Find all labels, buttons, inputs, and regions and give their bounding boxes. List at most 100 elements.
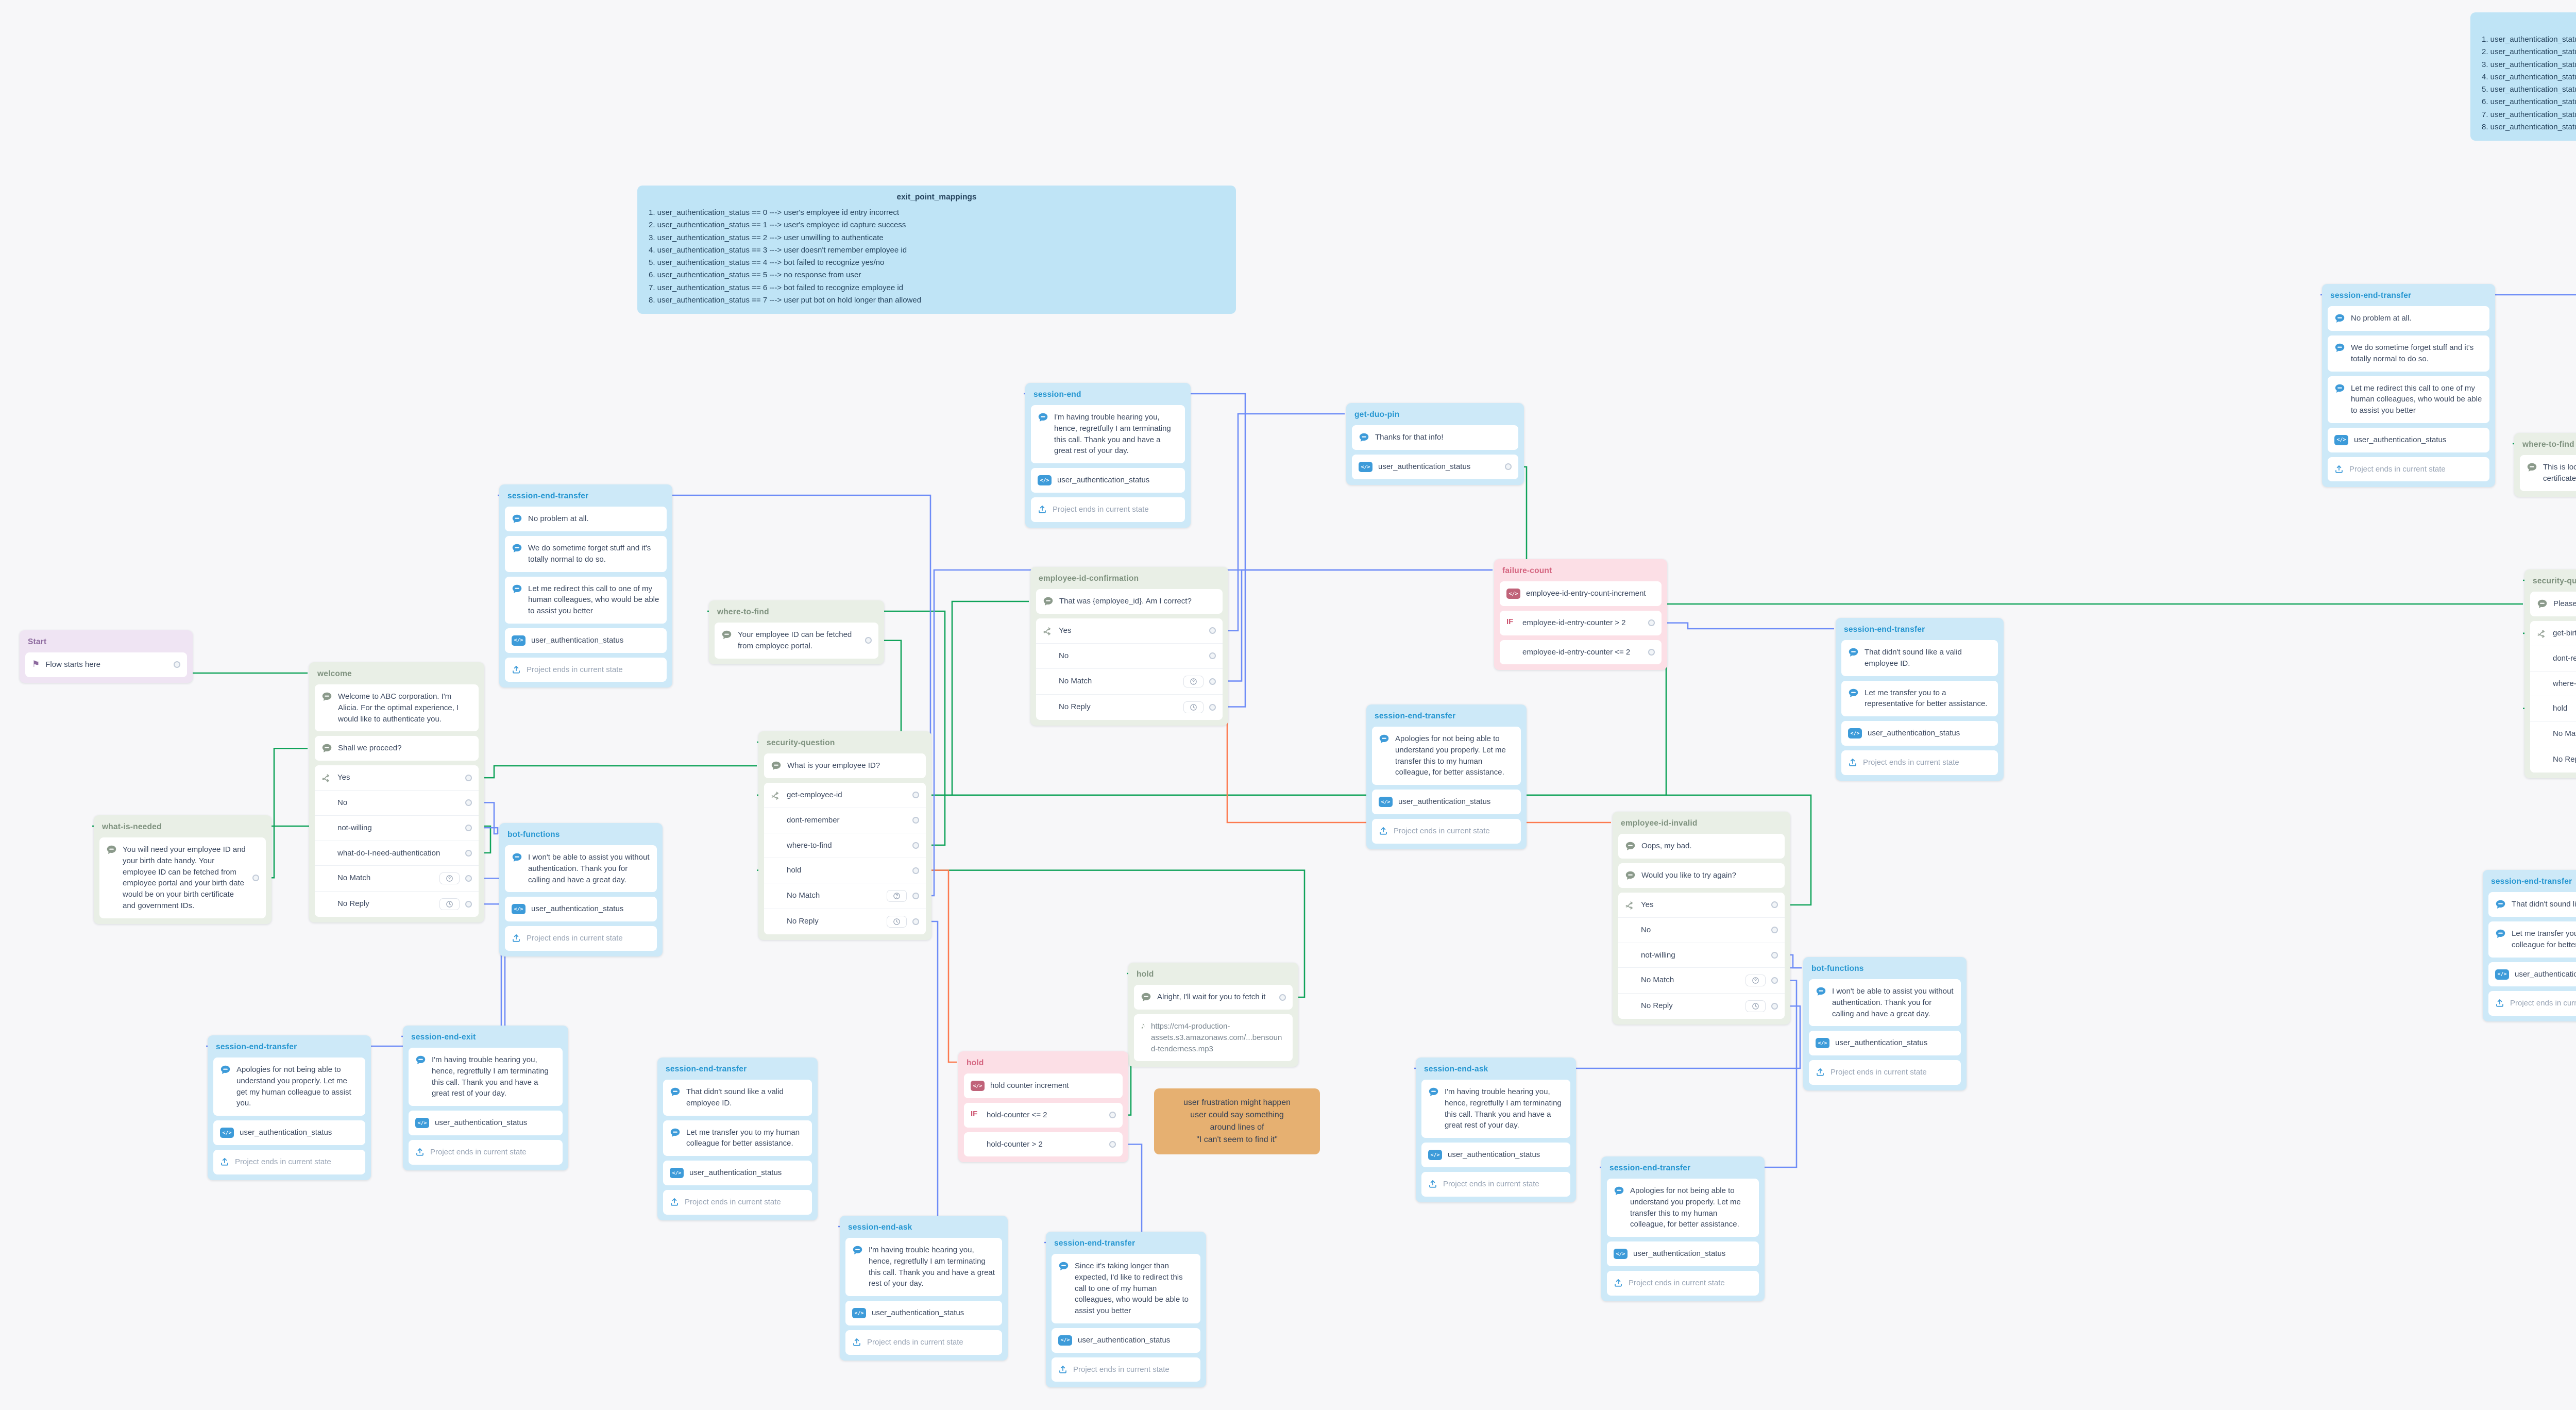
edge-security-question-1-to-employee-id-confirmation-1[interactable] [921, 600, 1029, 796]
choice-no-reply[interactable]: No Reply [2530, 747, 2576, 773]
row-exit-project-ends-in-current-state[interactable]: Project ends in current state [505, 657, 667, 682]
output-port[interactable] [465, 825, 472, 832]
row-msg-let-me-transfer-you-to-my-human-colleagu[interactable]: Let me transfer you to my human colleagu… [2488, 921, 2576, 958]
output-port[interactable] [465, 901, 472, 908]
row-msg-let-me-transfer-you-to-my-human-colleagu[interactable]: Let me transfer you to my human colleagu… [663, 1120, 812, 1156]
row-exit-project-ends-in-current-state[interactable]: Project ends in current state [505, 926, 657, 951]
output-port[interactable] [1771, 927, 1778, 934]
edge-start-to-welcome[interactable] [182, 664, 308, 674]
row-code-user-authentication-status[interactable]: </>user_authentication_status [1841, 721, 1998, 746]
row-code-user-authentication-status[interactable]: </>user_authentication_status [1052, 1328, 1200, 1353]
choice-not-willing[interactable]: not-willing [1618, 942, 1785, 968]
row-code-user-authentication-status[interactable]: </>user_authentication_status [505, 897, 657, 921]
row-msg-apologies-for-not-being-able-to-understa[interactable]: Apologies for not being able to understa… [213, 1058, 365, 1116]
row-msg-that-didn-t-sound-like-a-valid-employee-[interactable]: That didn't sound like a valid employee … [663, 1080, 812, 1116]
node-failure-count-1[interactable]: failure-count</>employee-id-entry-count-… [1494, 559, 1667, 670]
row-code-user-authentication-status[interactable]: </>user_authentication_status [505, 628, 667, 653]
row-flag-flow-starts-here[interactable]: ⚑Flow starts here [25, 652, 187, 677]
choice-get-employee-id[interactable]: get-employee-id [764, 783, 926, 808]
row-code-user-authentication-status[interactable]: </>user_authentication_status [1421, 1143, 1570, 1167]
choice-no-reply[interactable]: No Reply [1036, 694, 1223, 720]
output-port[interactable] [1209, 627, 1216, 634]
row-code-user-authentication-status[interactable]: </>user_authentication_status [663, 1161, 812, 1185]
choice-no-match[interactable]: No Match [1618, 967, 1785, 994]
row-msg-i-m-having-trouble-hearing-you-hence-reg[interactable]: I'm having trouble hearing you, hence, r… [1421, 1080, 1570, 1138]
row-exit-project-ends-in-current-state[interactable]: Project ends in current state [663, 1189, 812, 1215]
row-code-user-authentication-status[interactable]: </>user_authentication_status [213, 1120, 365, 1145]
row-msg-you-will-need-your-employee-id-and-your-[interactable]: You will need your employee ID and your … [99, 837, 266, 918]
output-port[interactable] [465, 799, 472, 807]
output-port[interactable] [1771, 901, 1778, 909]
row-msg-this-is-located-on-your-birth-certificat[interactable]: This is located on your birth certificat… [2520, 455, 2576, 491]
choice-dont-remember[interactable]: dont-remember [2530, 645, 2576, 671]
row-exit-project-ends-in-current-state[interactable]: Project ends in current state [409, 1139, 563, 1165]
row-code-employee-id-entry-count-increment[interactable]: </>employee-id-entry-count-increment [1500, 581, 1662, 606]
row-msg-apologies-for-not-being-able-to-understa[interactable]: Apologies for not being able to understa… [1372, 727, 1521, 785]
output-port[interactable] [1209, 678, 1216, 685]
row-exit-project-ends-in-current-state[interactable]: Project ends in current state [1421, 1171, 1570, 1197]
output-port[interactable] [465, 849, 472, 857]
row-msg-no-problem-at-all[interactable]: No problem at all. [2328, 306, 2489, 331]
choice-hold[interactable]: hold [764, 858, 926, 883]
row-msg-i-won-t-be-able-to-assist-you-without-au[interactable]: I won't be able to assist you without au… [505, 845, 657, 893]
row-msg-welcome-to-abc-corporation-i-m-alicia-fo[interactable]: Welcome to ABC corporation. I'm Alicia. … [315, 684, 479, 732]
row-code-user-authentication-status[interactable]: </>user_authentication_status [1372, 790, 1521, 814]
row-code-user-authentication-status[interactable]: </>user_authentication_status [409, 1111, 563, 1135]
edge-employee-id-invalid-to-security-question-1[interactable] [757, 794, 1812, 906]
choice-no[interactable]: No [1036, 643, 1223, 668]
row-exit-project-ends-in-current-state[interactable]: Project ends in current state [1809, 1060, 1961, 1085]
choice-no-match[interactable]: No Match [2530, 721, 2576, 747]
node-security-question-2[interactable]: security-questionPlease tell me your bir… [2524, 569, 2576, 778]
row-exit-project-ends-in-current-state[interactable]: Project ends in current state [1031, 497, 1185, 522]
row-msg-alright-i-ll-wait-for-you-to-fetch-it[interactable]: Alright, I'll wait for you to fetch it [1134, 985, 1293, 1010]
row-msg-shall-we-proceed[interactable]: Shall we proceed? [315, 736, 479, 761]
row-msg-i-m-having-trouble-hearing-you-hence-reg[interactable]: I'm having trouble hearing you, hence, r… [1031, 405, 1185, 463]
row-if2-employee-id-entry-counter-2[interactable]: employee-id-entry-counter <= 2 [1500, 640, 1662, 665]
output-port[interactable] [912, 918, 919, 925]
output-port[interactable] [1209, 652, 1216, 660]
choice-dont-remember[interactable]: dont-remember [764, 807, 926, 833]
output-port[interactable] [1279, 994, 1286, 1001]
row-code-user-authentication-status[interactable]: </>user_authentication_status [1607, 1241, 1759, 1266]
edge-employee-id-confirmation-1-to-get-duo-pin[interactable] [1218, 413, 1345, 632]
row-msg-let-me-transfer-you-to-a-representative-[interactable]: Let me transfer you to a representative … [1841, 680, 1998, 716]
output-port[interactable] [1209, 703, 1216, 711]
choice-not-willing[interactable]: not-willing [315, 815, 479, 841]
row-code-user-authentication-status[interactable]: </>user_authentication_status [845, 1301, 1002, 1325]
row-exit-project-ends-in-current-state[interactable]: Project ends in current state [845, 1330, 1002, 1355]
choice-no-reply[interactable]: No Reply [764, 909, 926, 934]
output-port[interactable] [1505, 463, 1512, 471]
choice-no-match[interactable]: No Match [315, 865, 479, 892]
choice-where-to-find[interactable]: where-to-find [764, 832, 926, 858]
row-msg-we-do-sometime-forget-stuff-and-it-s-tot[interactable]: We do sometime forget stuff and it's tot… [2328, 335, 2489, 372]
row-msg-apologies-for-not-being-able-to-understa[interactable]: Apologies for not being able to understa… [1607, 1179, 1759, 1237]
edge-welcome-to-session-end-exit[interactable] [401, 903, 506, 1037]
row-code-user-authentication-status[interactable]: </>user_authentication_status [1352, 455, 1518, 479]
row-msg-what-is-your-employee-id[interactable]: What is your employee ID? [764, 753, 926, 778]
output-port[interactable] [465, 774, 472, 781]
output-port[interactable] [252, 874, 259, 881]
output-port[interactable] [912, 867, 919, 874]
edge-security-question-1-to-session-end-ask-1[interactable] [838, 920, 939, 1228]
